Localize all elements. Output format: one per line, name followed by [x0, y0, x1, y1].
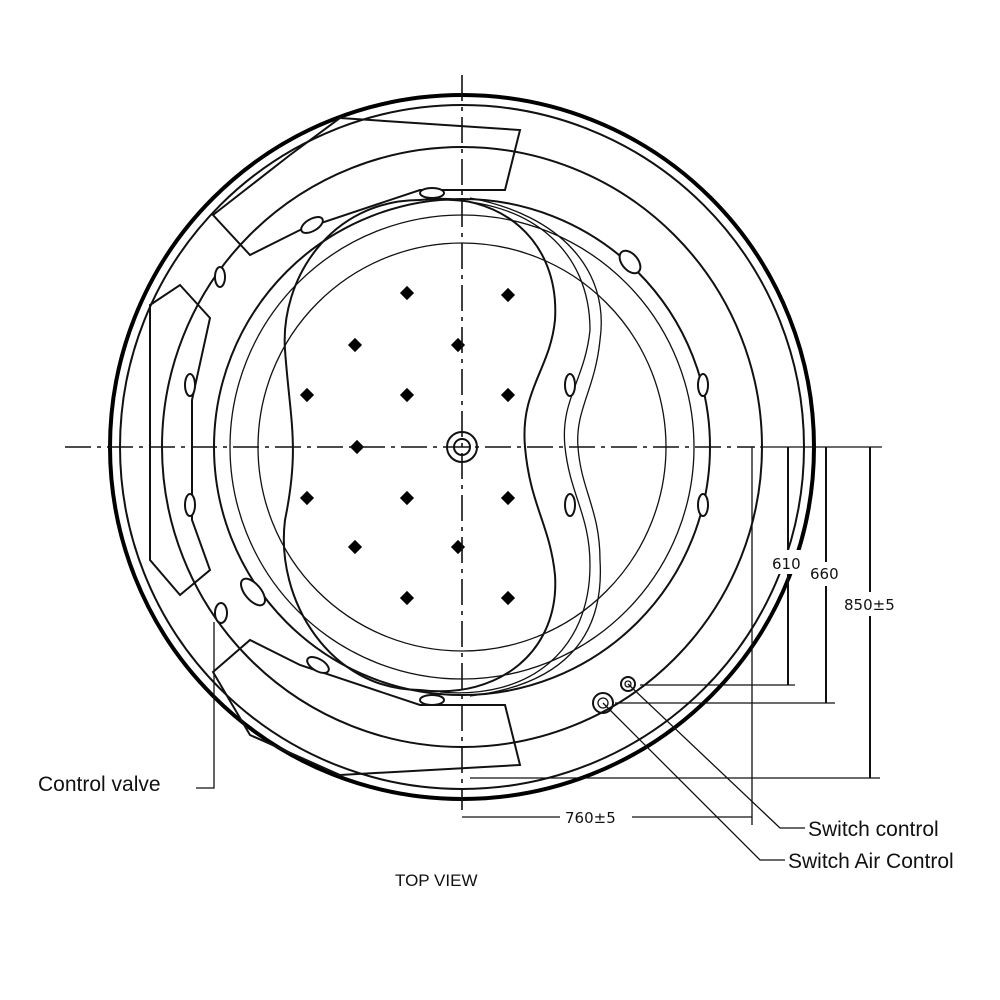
- dimension-lines: [462, 446, 882, 825]
- view-title: TOP VIEW: [395, 871, 478, 890]
- switch-control: [620, 676, 636, 692]
- switch-control-leader: [627, 683, 805, 829]
- switch-air-control: [592, 692, 614, 714]
- dimension-760: 760±5: [565, 809, 616, 827]
- dimension-850: 850±5: [844, 596, 895, 614]
- switch-air-control-label: Switch Air Control: [788, 850, 954, 873]
- dimension-660: 660: [810, 565, 839, 583]
- control-valve-label: Control valve: [38, 773, 161, 796]
- switch-air-control-leader: [602, 702, 785, 861]
- wall-jets: [184, 187, 709, 706]
- floor-air-jets: [299, 285, 516, 606]
- headrests: [149, 116, 522, 777]
- dimension-610: 610: [772, 555, 801, 573]
- control-valve-leader: [196, 622, 215, 789]
- switch-control-label: Switch control: [808, 818, 939, 841]
